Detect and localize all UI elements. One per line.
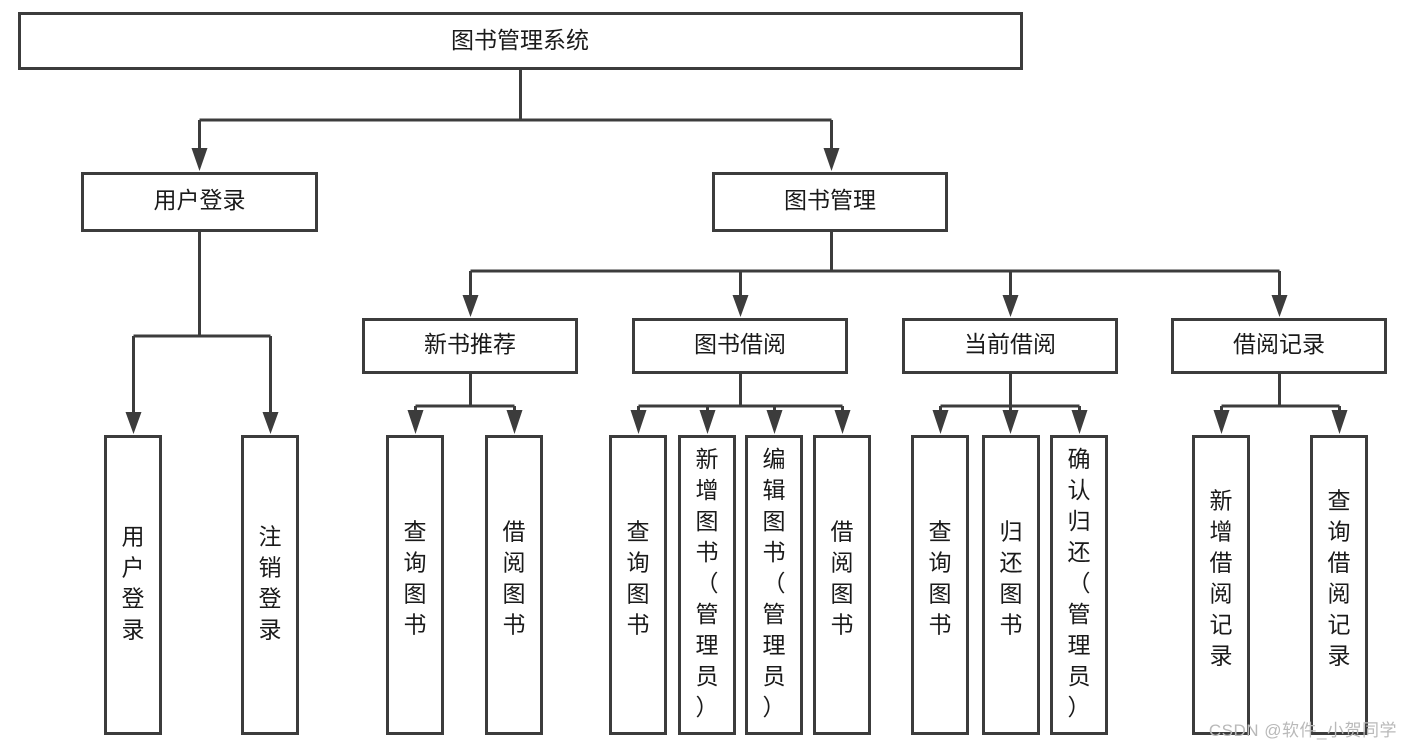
node-current-borrow[interactable]: 当前借阅 [902,318,1118,374]
node-leaf-query-book-2-box[interactable] [609,435,667,735]
node-book-borrow[interactable]: 图书借阅 [632,318,848,374]
node-leaf-confirm-return-box[interactable] [1050,435,1108,735]
node-user-login-label: 用户登录 [154,187,246,213]
arrowhead-leaf-borrow-book-1 [506,410,523,434]
node-leaf-add-book-label: 新增图书（管理员） [696,446,719,720]
connector-group-book-borrow [630,374,851,434]
node-leaf-return-book-label: 归还图书 [1000,519,1023,638]
node-borrow-record-label: 借阅记录 [1233,331,1325,357]
node-root-box[interactable] [18,12,1023,70]
node-leaf-user-login-box[interactable] [104,435,162,735]
node-leaf-query-record-box[interactable] [1310,435,1368,735]
node-leaf-borrow-book-1-label: 借阅图书 [503,519,526,638]
arrowhead-leaf-add-record [1213,410,1230,434]
node-leaf-query-record[interactable]: 查询借阅记录 [1310,435,1368,735]
node-leaf-query-book-1-box[interactable] [386,435,444,735]
arrowhead-leaf-logout [262,412,279,434]
node-leaf-query-book-3[interactable]: 查询图书 [911,435,969,735]
node-leaf-borrow-book-2-label: 借阅图书 [831,519,854,638]
arrowhead-new-book-recommend [462,295,479,317]
node-leaf-add-record[interactable]: 新增借阅记录 [1192,435,1250,735]
node-leaf-edit-book[interactable]: 编辑图书（管理员） [745,435,803,735]
node-book-borrow-box[interactable] [632,318,848,374]
node-leaf-edit-book-box[interactable] [745,435,803,735]
arrowhead-leaf-query-book-3 [932,410,949,434]
node-new-book-recommend[interactable]: 新书推荐 [362,318,578,374]
node-root[interactable]: 图书管理系统 [18,12,1023,70]
arrowhead-user-login [191,148,208,171]
node-user-login-box[interactable] [81,172,318,232]
node-leaf-query-book-1-label: 查询图书 [404,519,427,638]
node-leaf-borrow-book-1[interactable]: 借阅图书 [485,435,543,735]
node-book-manage-box[interactable] [712,172,948,232]
node-current-borrow-box[interactable] [902,318,1118,374]
arrowhead-book-manage [823,148,840,171]
arrowhead-leaf-add-book [699,410,716,434]
arrowhead-book-borrow [732,295,749,317]
node-leaf-confirm-return[interactable]: 确认归还（管理员） [1050,435,1108,735]
connector-group-user-login [125,232,279,434]
node-leaf-borrow-book-1-box[interactable] [485,435,543,735]
node-leaf-borrow-book-2[interactable]: 借阅图书 [813,435,871,735]
node-leaf-borrow-book-2-box[interactable] [813,435,871,735]
node-book-manage-label: 图书管理 [784,187,876,213]
connector-group-book-manage [462,232,1288,317]
connector-group-root [191,70,840,171]
node-leaf-add-record-label: 新增借阅记录 [1210,488,1233,669]
arrowhead-leaf-query-book-2 [630,410,647,434]
node-leaf-query-book-1[interactable]: 查询图书 [386,435,444,735]
node-leaf-query-book-3-box[interactable] [911,435,969,735]
arrowhead-leaf-user-login [125,412,142,434]
node-leaf-edit-book-label: 编辑图书（管理员） [763,446,786,720]
arrowhead-leaf-borrow-book-2 [834,410,851,434]
node-book-manage[interactable]: 图书管理 [712,172,948,232]
node-leaf-logout-box[interactable] [241,435,299,735]
node-leaf-query-book-2-label: 查询图书 [627,519,650,638]
node-leaf-query-record-label: 查询借阅记录 [1328,488,1351,669]
node-book-borrow-label: 图书借阅 [694,331,786,357]
arrowhead-leaf-return-book [1002,410,1019,434]
node-leaf-add-book-box[interactable] [678,435,736,735]
node-borrow-record-box[interactable] [1171,318,1387,374]
node-leaf-add-book[interactable]: 新增图书（管理员） [678,435,736,735]
node-leaf-logout[interactable]: 注销登录 [241,435,299,735]
node-leaf-return-book-box[interactable] [982,435,1040,735]
node-leaf-user-login[interactable]: 用户登录 [104,435,162,735]
node-root-label: 图书管理系统 [451,27,589,53]
node-leaf-user-login-label: 用户登录 [122,524,145,643]
arrowhead-leaf-query-book-1 [407,410,424,434]
connector-group-new-book-recommend [407,374,523,434]
arrowhead-leaf-query-record [1331,410,1348,434]
connector-group-current-borrow [932,374,1088,434]
arrowhead-current-borrow [1002,295,1019,317]
node-new-book-recommend-box[interactable] [362,318,578,374]
arrowhead-leaf-confirm-return [1071,410,1088,434]
node-leaf-query-book-3-label: 查询图书 [929,519,952,638]
node-leaf-return-book[interactable]: 归还图书 [982,435,1040,735]
node-leaf-add-record-box[interactable] [1192,435,1250,735]
node-leaf-logout-label: 注销登录 [259,524,282,643]
node-current-borrow-label: 当前借阅 [964,331,1056,357]
node-borrow-record[interactable]: 借阅记录 [1171,318,1387,374]
connector-group-borrow-record [1213,374,1348,434]
node-new-book-recommend-label: 新书推荐 [424,331,516,357]
node-leaf-confirm-return-label: 确认归还（管理员） [1068,446,1091,720]
node-user-login[interactable]: 用户登录 [81,172,318,232]
arrowhead-leaf-edit-book [766,410,783,434]
arrowhead-borrow-record [1271,295,1288,317]
node-leaf-query-book-2[interactable]: 查询图书 [609,435,667,735]
